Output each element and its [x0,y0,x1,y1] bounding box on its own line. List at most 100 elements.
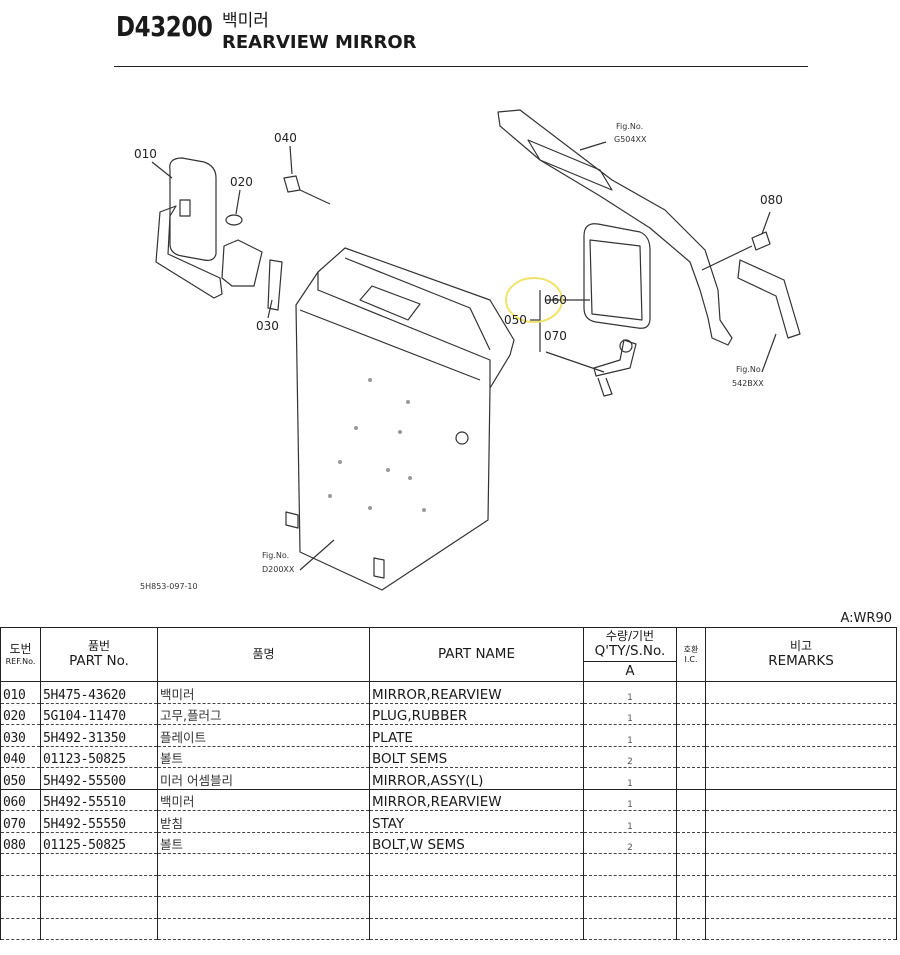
cell-part-name [369,875,584,897]
cell-remarks [705,896,897,919]
cell-part-name: MIRROR,REARVIEW [369,789,584,811]
cell-name-ko: 백미러 [157,789,370,811]
drawing-id: 5H853-097-10 [140,582,198,591]
cell-ic [676,789,706,811]
cell-name-ko: 고무,플러그 [157,703,370,725]
fig-ref-3-number: D200XX [262,565,295,574]
col-header-part-name: PART NAME [369,627,584,682]
cell-remarks [705,875,897,897]
table-row [0,896,897,919]
mirror-right-drawing [583,223,651,329]
model-label: A:WR90 [840,611,892,626]
cell-part-no: 5H492-55510 [40,789,158,811]
cell-remarks [705,724,897,747]
fig-ref-1-number: G504XX [614,135,647,144]
callout-020: 020 [230,175,253,189]
fig-ref-1-label: Fig.No. [616,122,643,131]
cell-qty [583,853,677,876]
cell-remarks [705,681,897,704]
table-row [0,875,897,897]
cell-ref: 050 [0,767,41,790]
title-korean: 백미러 [222,11,269,31]
cell-ic [676,767,706,790]
callout-070: 070 [544,329,567,343]
cell-remarks [705,918,897,940]
cell-part-no: 5H492-31350 [40,724,158,747]
callout-060: 060 [544,293,567,307]
cell-name-ko [157,918,370,940]
cell-ref: 010 [0,681,41,704]
cell-name-ko: 플레이트 [157,724,370,747]
cell-ref: 060 [0,789,41,811]
cell-ic [676,703,706,725]
cell-ic [676,746,706,768]
col-header-ref: 도번 REF.No. [0,627,41,682]
cell-ref: 020 [0,703,41,725]
callout-040: 040 [274,131,297,145]
bracket-drawing [497,109,733,346]
cell-remarks [705,832,897,854]
callout-050: 050 [504,313,527,327]
cell-part-name: STAY [369,810,584,833]
section-code: D43200 [116,10,213,43]
cell-ic [676,681,706,704]
col-header-part-no: 품번 PART No. [40,627,158,682]
cell-part-no: 01123-50825 [40,746,158,768]
cell-ref: 030 [0,724,41,747]
cell-ic [676,832,706,854]
cell-name-ko: 볼트 [157,832,370,854]
cell-ref [0,918,41,940]
cell-qty: 1 [583,703,677,725]
header-rule [114,66,808,67]
cell-part-name [369,918,584,940]
cell-ref: 080 [0,832,41,854]
cell-part-name [369,853,584,876]
cell-remarks [705,703,897,725]
col-header-qty: 수량/기번 Q'TY/S.No. [583,627,677,662]
cell-part-name: PLUG,RUBBER [369,703,584,725]
cell-remarks [705,853,897,876]
cell-ic [676,810,706,833]
title-english: REARVIEW MIRROR [222,32,417,53]
cell-name-ko: 백미러 [157,681,370,704]
cell-part-no: 01125-50825 [40,832,158,854]
cell-qty: 1 [583,724,677,747]
cell-qty: 1 [583,681,677,704]
cell-ic [676,724,706,747]
fig-ref-3-label: Fig.No. [262,551,289,560]
cell-ref: 070 [0,810,41,833]
cell-ic [676,918,706,940]
cell-name-ko [157,875,370,897]
parts-table: 도번 REF.No. 품번 PART No. 품명 PART NAME 수량/기… [0,627,897,940]
cell-name-ko [157,896,370,919]
cell-remarks [705,810,897,833]
cell-ref: 040 [0,746,41,768]
cell-part-no: 5H475-43620 [40,681,158,704]
cell-qty [583,918,677,940]
cell-name-ko: 받침 [157,810,370,833]
seat-frame-drawing [295,247,515,591]
cell-name-ko [157,853,370,876]
table-row [0,853,897,876]
cell-qty [583,875,677,897]
cell-qty: 1 [583,789,677,811]
fig-ref-2-label: Fig.No. [736,365,763,374]
col-header-remarks: 비고 REMARKS [705,627,897,682]
col-header-ic: 호환 I.C. [676,627,706,682]
cell-part-no [40,853,158,876]
cell-part-name: BOLT,W SEMS [369,832,584,854]
exploded-parts-diagram: 010 020 040 030 080 060 050 070 Fig.No. … [134,109,801,591]
cell-ref [0,853,41,876]
cell-ic [676,896,706,919]
fig-ref-2-number: 542BXX [732,379,764,388]
cell-qty: 1 [583,810,677,833]
cell-part-name: MIRROR,REARVIEW [369,681,584,704]
cell-remarks [705,789,897,811]
cell-part-name [369,896,584,919]
cell-remarks [705,767,897,790]
